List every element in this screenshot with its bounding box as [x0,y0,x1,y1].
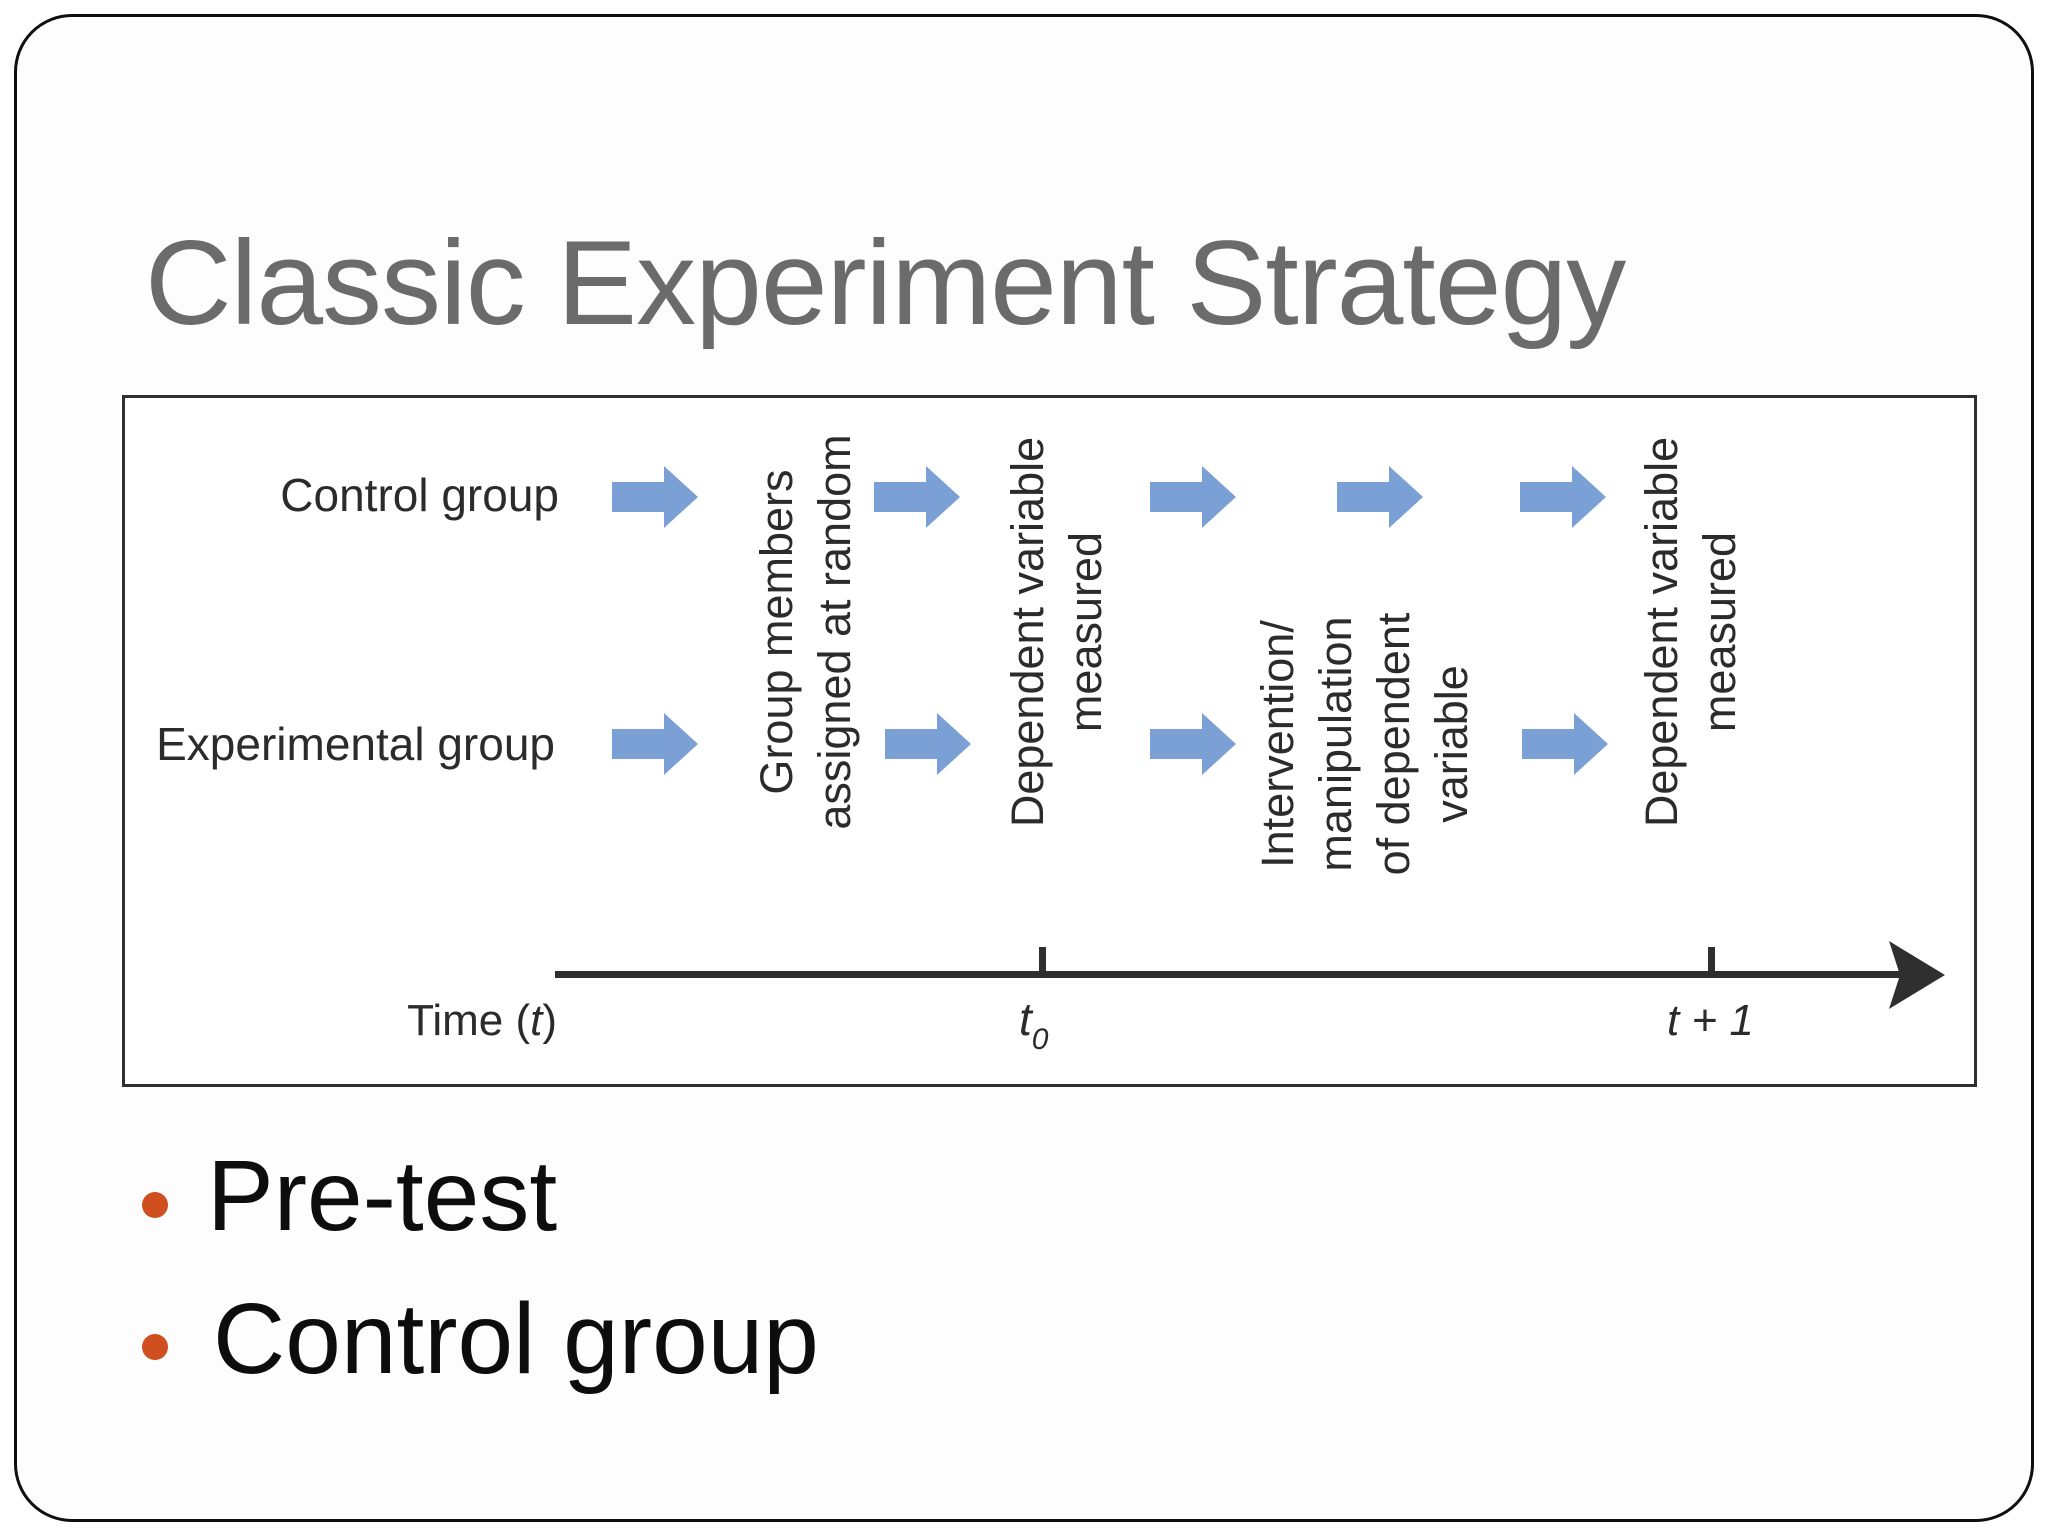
timeline-time-label: Time (t) [407,996,557,1045]
timeline-tick-t0 [1039,947,1046,973]
timeline-tick-t1 [1708,947,1715,973]
intervention-label: Intervention/ manipulation of dependent … [1252,612,1477,876]
timeline-t1-label: t + 1 [1667,996,1754,1045]
experimental-group-label: Experimental group [156,718,555,770]
pretest-measure-label: Dependent variable measured [1002,436,1111,828]
right-arrow-icon [1150,465,1237,529]
timeline-arrowhead-icon [1889,941,1945,1009]
bullet-dot-icon [142,1334,168,1360]
right-arrow-icon [1337,465,1424,529]
right-arrow-icon [874,465,961,529]
bullet-dot-icon [142,1192,168,1218]
slide: Classic Experiment Strategy Control grou… [14,14,2034,1522]
posttest-measure-label: Dependent variable measured [1636,436,1745,828]
right-arrow-icon [612,712,699,776]
bullet-item-control-group: Control group [213,1283,819,1395]
page-title: Classic Experiment Strategy [145,216,1626,350]
control-group-label: Control group [280,469,559,521]
timeline-t0-label: t0 [1019,993,1049,1056]
timeline-axis [555,971,1923,978]
right-arrow-icon [885,712,972,776]
right-arrow-icon [1150,712,1237,776]
right-arrow-icon [1522,712,1609,776]
random-assignment-label: Group members assigned at random [751,434,860,830]
right-arrow-icon [1520,465,1607,529]
right-arrow-icon [612,465,699,529]
bullet-item-pretest: Pre-test [207,1140,558,1252]
